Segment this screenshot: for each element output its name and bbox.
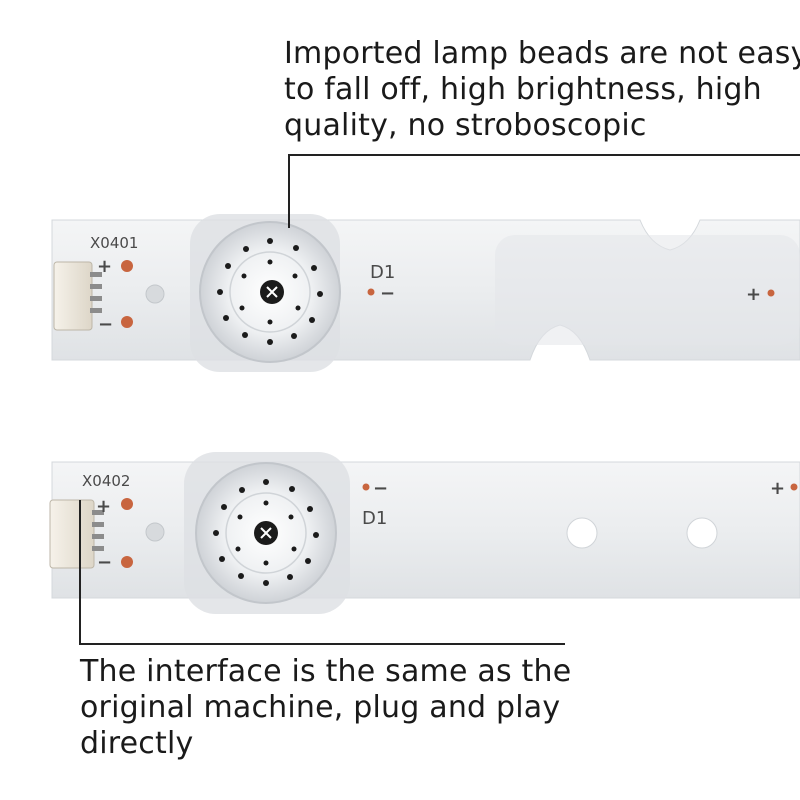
bottom-connector-plus: +: [96, 496, 111, 517]
top-connector-plus: +: [97, 256, 112, 277]
bottom-strip-board: [51, 461, 800, 599]
bottom-part-code: X0402: [82, 472, 130, 490]
bottom-led-pad: [362, 483, 370, 491]
top-part-code: X0401: [90, 234, 138, 252]
bottom-lens-cross: [260, 527, 272, 539]
bottom-connector: [49, 499, 95, 569]
bottom-right-polarity: +: [770, 478, 785, 499]
bottom-lens-ring: [225, 492, 307, 574]
top-right-polarity: +: [746, 284, 761, 305]
bottom-led-label: D1: [362, 508, 387, 529]
top-right-pad: [767, 289, 775, 297]
bottom-led-polarity: −: [373, 478, 388, 499]
bottom-lens-dots: [213, 479, 319, 586]
interface-caption: The interface is the same as the origina…: [80, 654, 600, 762]
lamp-bead-caption-line: Imported lamp beads are not easy: [284, 36, 800, 71]
bottom-mount-hole-b: [686, 517, 718, 549]
interface-caption-line: original machine, plug and play: [80, 690, 561, 725]
bottom-led-strip: X0402 + − − D1 +: [49, 452, 800, 614]
top-lens-cross: [266, 286, 278, 298]
top-mount-hole: [145, 284, 165, 304]
top-pad-plus: [121, 260, 133, 272]
top-connector-pins: [90, 272, 102, 313]
bottom-mount-hole-a: [566, 517, 598, 549]
top-strip-shading: [495, 235, 800, 345]
top-lens-dots: [217, 238, 323, 345]
top-led-label: D1: [370, 262, 395, 283]
lamp-bead-caption-line: quality, no stroboscopic: [284, 108, 647, 143]
top-pad-minus: [121, 316, 133, 328]
top-led-polarity: −: [380, 283, 395, 304]
lamp-bead-caption: Imported lamp beads are not easy to fall…: [284, 36, 800, 144]
bottom-connector-pins: [92, 510, 104, 551]
top-connector: [53, 261, 93, 331]
interface-caption-line: The interface is the same as the: [80, 654, 572, 689]
lamp-bead-caption-line: to fall off, high brightness, high: [284, 72, 762, 107]
bottom-pad-plus: [121, 498, 133, 510]
interface-caption-line: directly: [80, 726, 194, 761]
bottom-mount-hole: [145, 522, 165, 542]
top-lens-ring: [229, 251, 311, 333]
bottom-leader-line: [79, 500, 565, 645]
bottom-connector-minus: −: [97, 552, 112, 573]
bottom-right-pad: [790, 483, 798, 491]
top-led-pad: [367, 288, 375, 296]
top-leader-line: [288, 154, 800, 228]
top-led-strip: X0401 + − D1 − +: [51, 214, 800, 372]
top-connector-minus: −: [98, 314, 113, 335]
bottom-pad-minus: [121, 556, 133, 568]
